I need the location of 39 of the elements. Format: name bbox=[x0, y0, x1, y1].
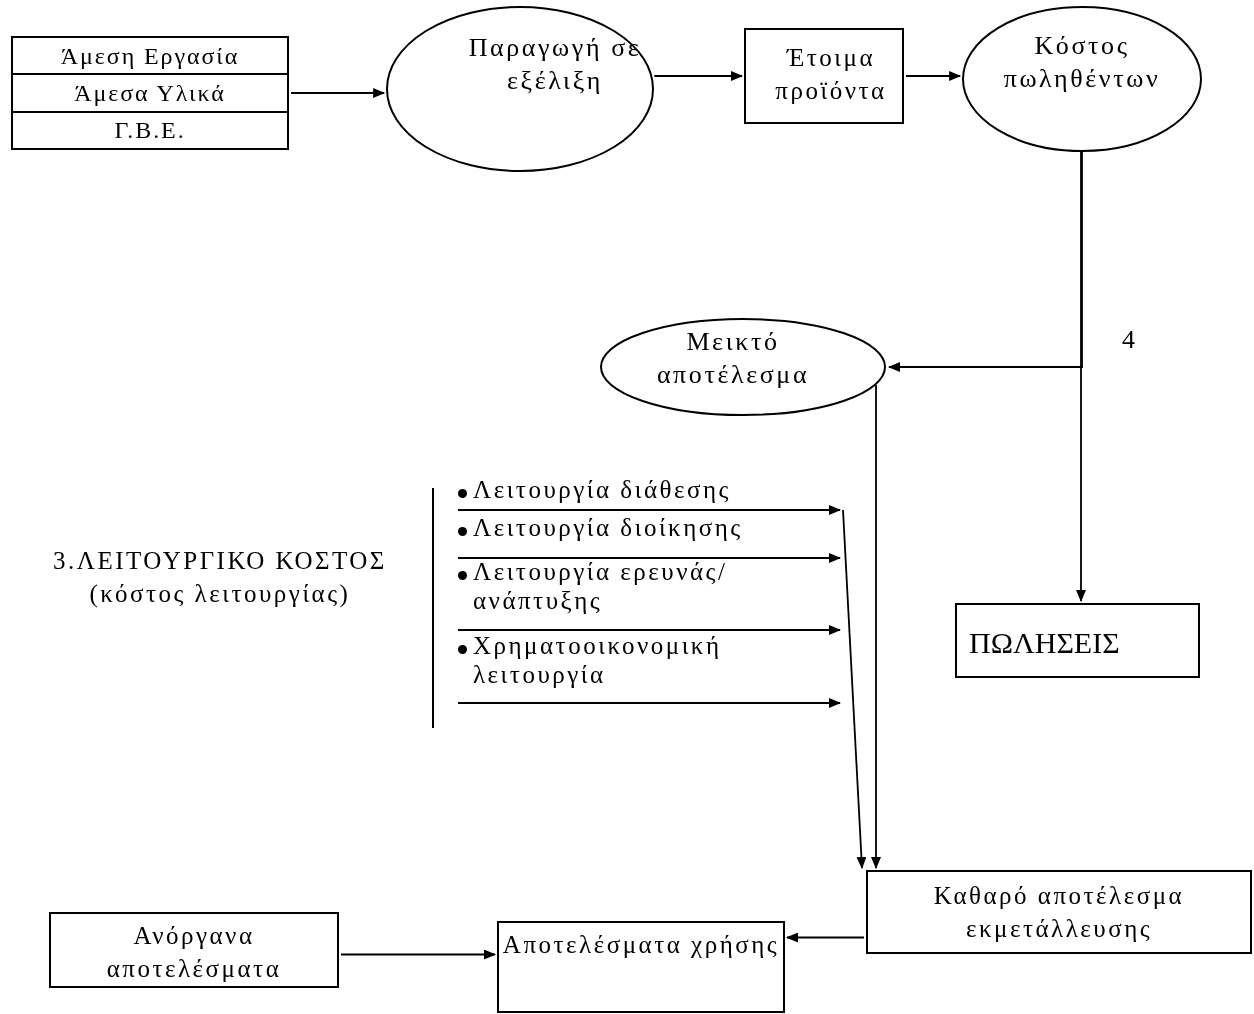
arrow bbox=[786, 932, 865, 943]
node-label: Έτοιμα προϊόντα bbox=[774, 43, 888, 106]
table-row-text: Άμεση Εργασία bbox=[59, 41, 241, 71]
cost-table bbox=[11, 36, 289, 150]
section-heading: 3.ΛΕΙΤΟΥΡΓΙΚΟ ΚΟΣΤΟΣ (κόστος λειτουργίας) bbox=[53, 547, 387, 607]
node-label: Κόστος πωληθέντων bbox=[1002, 30, 1162, 95]
process-box bbox=[866, 870, 1252, 954]
arrow bbox=[457, 553, 841, 563]
arrow bbox=[905, 71, 962, 81]
arrow bbox=[653, 71, 743, 81]
callout-number: 4 bbox=[1122, 325, 1135, 354]
table-row: Γ.Β.Ε. bbox=[13, 110, 287, 148]
arrow bbox=[290, 88, 386, 98]
list-item-text: Λειτουργία διοίκησης bbox=[473, 514, 743, 543]
arrow bbox=[457, 625, 841, 635]
process-box bbox=[49, 912, 339, 988]
arrow bbox=[457, 698, 841, 708]
node-label: Αποτελέσματα χρήσης bbox=[501, 930, 781, 960]
arrow bbox=[340, 949, 496, 960]
process-ellipse bbox=[962, 6, 1202, 152]
table-row: Άμεσα Υλικά bbox=[13, 73, 287, 111]
list-item-text: Λειτουργία διάθεσης bbox=[473, 476, 731, 505]
arrow bbox=[1076, 151, 1086, 602]
arrow bbox=[888, 151, 1083, 372]
arrow bbox=[842, 509, 867, 869]
process-box bbox=[955, 603, 1200, 678]
process-ellipse bbox=[600, 318, 886, 416]
node-label: Παραγωγή σε εξέλιξη bbox=[467, 32, 643, 97]
node-label: Ανόργανα αποτελέσματα bbox=[105, 921, 283, 984]
list-item-text: Χρηματοοικονομική λειτουργία bbox=[473, 632, 723, 690]
list-item-text: Λειτουργία ερευνάς/ανάπτυξης bbox=[473, 558, 729, 616]
process-box bbox=[497, 921, 785, 1013]
process-box bbox=[744, 28, 904, 124]
node-label: ΠΩΛΗΣΕΙΣ bbox=[969, 625, 1121, 661]
arrow bbox=[871, 384, 881, 869]
node-label: Καθαρό αποτέλεσμα εκμετάλλευσης bbox=[932, 881, 1186, 944]
process-ellipse bbox=[386, 6, 654, 172]
arrow bbox=[457, 505, 841, 515]
node-label: Μεικτό αποτέλεσμα bbox=[655, 326, 811, 391]
